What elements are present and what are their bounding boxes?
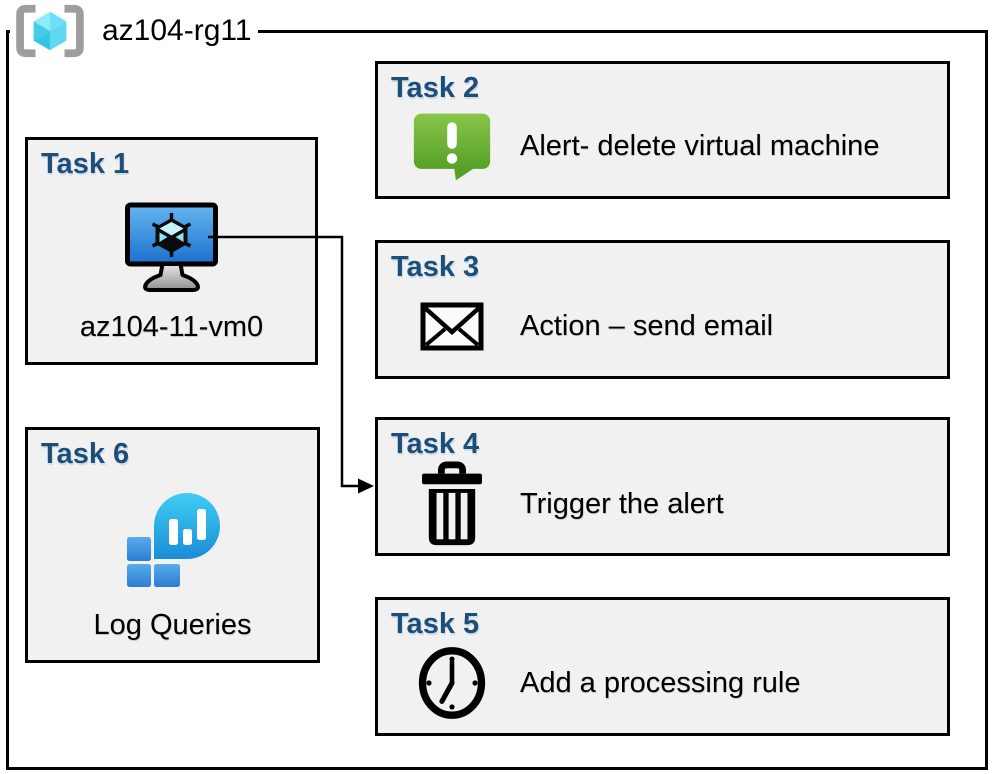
email-envelope-icon	[392, 302, 512, 351]
task-title: Task 1	[41, 148, 130, 180]
task-title: Task 4	[391, 428, 480, 460]
trash-icon	[392, 461, 512, 548]
task-row: Trigger the alert	[392, 461, 947, 548]
task-label: Trigger the alert	[520, 488, 724, 521]
resource-group-header: az104-rg11	[10, 2, 252, 60]
task-4-card: Task 4 Trigger the alert	[375, 417, 950, 556]
task-1-card: Task 1	[25, 137, 318, 365]
task-label: az104-11-vm0	[79, 311, 264, 343]
task-title: Task 6	[41, 438, 130, 470]
resource-group-icon	[16, 4, 84, 58]
task-row: Add a processing rule	[392, 641, 947, 725]
task-title: Task 2	[391, 72, 480, 104]
task-label: Log Queries	[93, 609, 252, 641]
task-3-card: Task 3 Action – send email	[375, 240, 950, 379]
log-analytics-icon	[28, 473, 317, 609]
virtual-machine-icon	[28, 183, 315, 311]
task-label: Action – send email	[520, 309, 774, 342]
task-row: Alert- delete virtual machine	[392, 105, 947, 188]
task-title: Task 5	[391, 608, 480, 640]
task-2-card: Task 2 Alert- delete virtual machine	[375, 61, 950, 199]
task-6-card: Task 6 Log Queries	[25, 427, 320, 663]
resource-group-title: az104-rg11	[102, 14, 252, 47]
alert-message-icon	[392, 109, 512, 185]
clock-icon	[392, 645, 512, 721]
task-5-card: Task 5 Add a processing rule	[375, 597, 950, 736]
task-row: Action – send email	[392, 284, 947, 368]
task-title: Task 3	[391, 251, 480, 283]
task-label: Add a processing rule	[520, 666, 801, 699]
task-label: Alert- delete virtual machine	[520, 130, 880, 163]
